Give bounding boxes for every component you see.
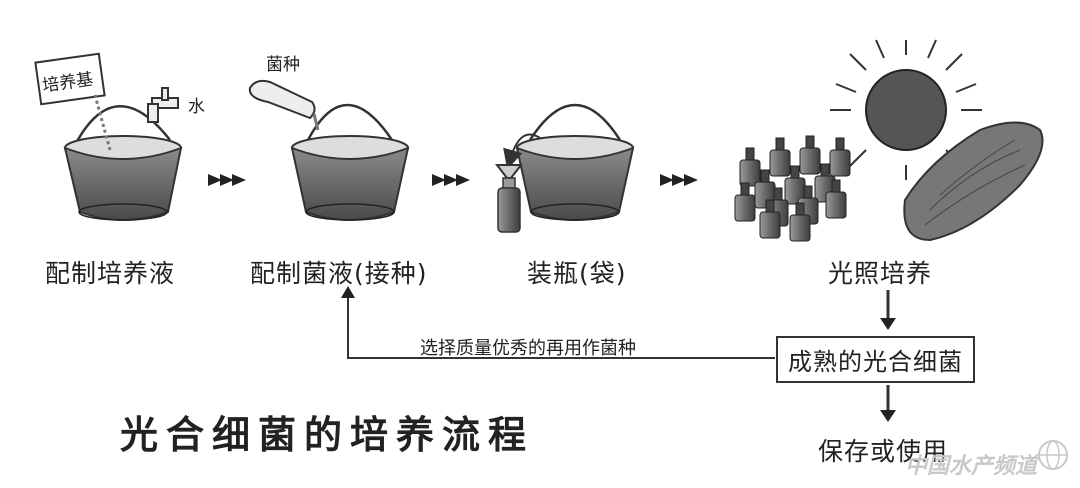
bottle-icon bbox=[759, 199, 781, 239]
step-2-label: 配制菌液(接种) bbox=[250, 259, 428, 288]
bottles-cluster bbox=[734, 135, 851, 242]
bucket-1 bbox=[63, 105, 183, 221]
watermark: 中国水产频道 bbox=[905, 454, 1038, 479]
feedback-arrow bbox=[341, 286, 775, 359]
bottle-icon bbox=[734, 182, 756, 222]
diagram-title: 光合细菌的培养流程 bbox=[120, 412, 535, 457]
medium-bag-icon bbox=[34, 52, 112, 151]
culture-bag-icon bbox=[903, 121, 1044, 242]
bottle-icon bbox=[739, 147, 761, 187]
bucket-2 bbox=[290, 103, 410, 221]
feedback-label: 选择质量优秀的再用作菌种 bbox=[420, 338, 636, 359]
result-box: 成熟的光合细菌 bbox=[776, 336, 975, 383]
inoculum-bottle-icon bbox=[248, 79, 320, 131]
globe-icon bbox=[1038, 440, 1068, 470]
bottle-icon bbox=[769, 137, 791, 177]
faucet-icon bbox=[147, 87, 179, 123]
funnel-bottle-icon bbox=[494, 164, 524, 233]
down-arrow-2 bbox=[880, 385, 896, 422]
final-step-label: 保存或使用 bbox=[818, 437, 949, 466]
down-arrow-1 bbox=[880, 290, 896, 330]
bottle-icon bbox=[829, 137, 851, 177]
flow-arrow-2 bbox=[432, 174, 470, 186]
step-3-label: 装瓶(袋) bbox=[527, 259, 627, 288]
bottle-icon bbox=[789, 202, 811, 242]
flow-arrow-1 bbox=[208, 174, 246, 186]
bottle-icon bbox=[825, 179, 847, 219]
bucket-3 bbox=[503, 103, 635, 221]
sun-icon bbox=[830, 39, 982, 180]
bottle-icon bbox=[799, 135, 821, 175]
inoculum-label: 菌种 bbox=[266, 55, 300, 75]
flow-arrow-3 bbox=[660, 174, 698, 186]
step-1-label: 配制培养液 bbox=[45, 259, 176, 288]
water-label: 水 bbox=[188, 97, 205, 117]
step-4-label: 光照培养 bbox=[828, 259, 933, 288]
